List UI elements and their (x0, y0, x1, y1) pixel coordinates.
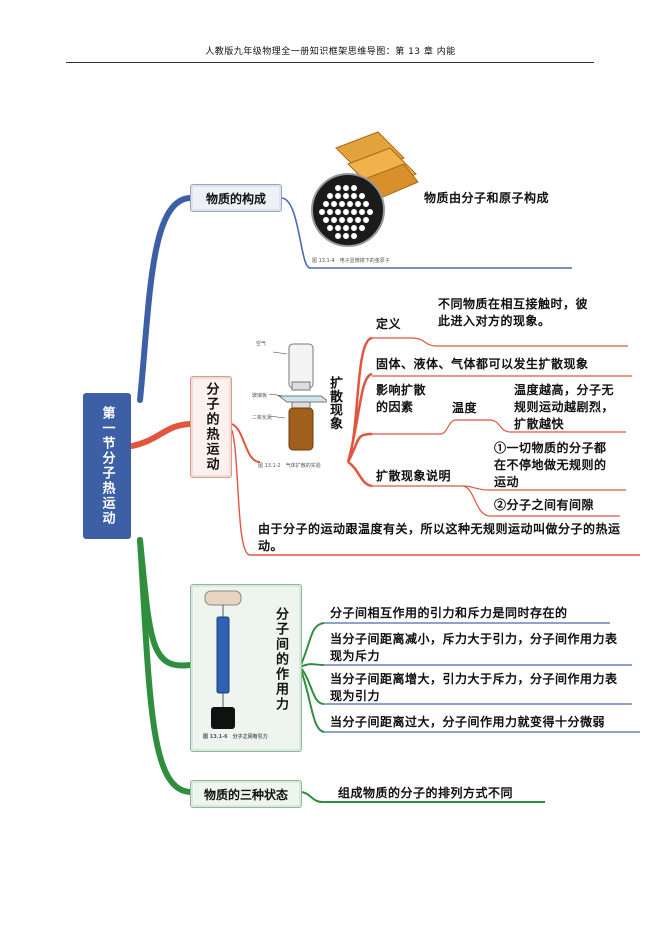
root-node: 第一节分子热运动 (83, 393, 131, 539)
diffusion-experiment-figure (255, 340, 327, 460)
node-thermal-motion: 分子的热运动 (190, 376, 232, 478)
connector-root-composition (137, 195, 193, 403)
node-three-states: 物质的三种状态 (190, 780, 302, 808)
force-experiment-figure (204, 590, 242, 729)
connector-thermal-summary (231, 429, 640, 556)
force-item: 分子间相互作用的引力和斥力是同时存在的 (330, 606, 568, 620)
connector-root-thermal (129, 421, 193, 449)
force-item: 当分子间距离过大，分子间作用力就变得十分微弱 (330, 715, 606, 729)
explanation-label: 扩散现象说明 (376, 469, 452, 483)
gold-atoms-figure (308, 130, 420, 262)
leaf-rule-factor (372, 419, 626, 435)
leaf-rule-explanation (372, 485, 626, 517)
force-item: 当分子间距离增大，引力大于斥力，分子间作用力表现为引力 (330, 672, 618, 703)
states-text: 固体、液体、气体都可以发生扩散现象 (376, 357, 589, 371)
connector-thermal-images (231, 423, 261, 463)
definition-text: 不同物质在相互接触时，彼此进入对方的现象。 (438, 297, 589, 328)
header-rule (66, 62, 594, 63)
connector-diffusion-fan (346, 336, 373, 488)
explanation-1: ①一切物质的分子都在不停地做无规则的运动 (494, 441, 607, 489)
node-forces: 图 13.1-6 分子之间有引力 分子间的作用力 (190, 584, 302, 752)
temperature-text: 温度越高，分子无规则运动越剧烈，扩散越快 (514, 383, 615, 431)
forces-figure-caption: 图 13.1-6 分子之间有引力 (203, 734, 268, 740)
thermal-summary: 由于分子的运动跟温度有关，所以这种无规则运动叫做分子的热运动。 (258, 522, 621, 553)
leaf-rule-forces (324, 622, 640, 733)
node-composition: 物质的构成 (190, 184, 282, 212)
connector-root-states (137, 537, 193, 795)
explanation-2: ②分子之间有间隙 (494, 498, 595, 512)
definition-label: 定义 (376, 317, 402, 331)
force-item: 当分子间距离减小，斥力大于引力，分子间作用力表现为斥力 (330, 632, 618, 663)
connector-forces-fan (299, 622, 325, 733)
node-diffusion: 扩散现象 (327, 376, 342, 430)
label-air: 空气 (256, 341, 267, 347)
factor-label: 影响扩散的因素 (376, 383, 427, 414)
label-no2: 二氧化氮 (252, 415, 273, 421)
connector-composition-leaf (281, 197, 572, 269)
composition-leaf: 物质由分子和原子构成 (424, 191, 550, 205)
page-header: 人教版九年级物理全一册知识框架思维导图：第 13 章 内能 (205, 47, 456, 57)
composition-figure-caption: 图 13.1-4 电子显微镜下的金原子 (312, 258, 390, 264)
forces-label: 分子间的作用力 (273, 607, 288, 712)
states-leaf: 组成物质的分子的排列方式不同 (338, 786, 514, 800)
label-glass: 玻璃板 (252, 393, 268, 399)
leaf-rule-definition (372, 337, 628, 347)
diffusion-figure-caption: 图 13.1-2 气体扩散的实验 (258, 463, 321, 469)
connector-states-leaf (299, 791, 545, 803)
temperature-label: 温度 (452, 401, 478, 415)
